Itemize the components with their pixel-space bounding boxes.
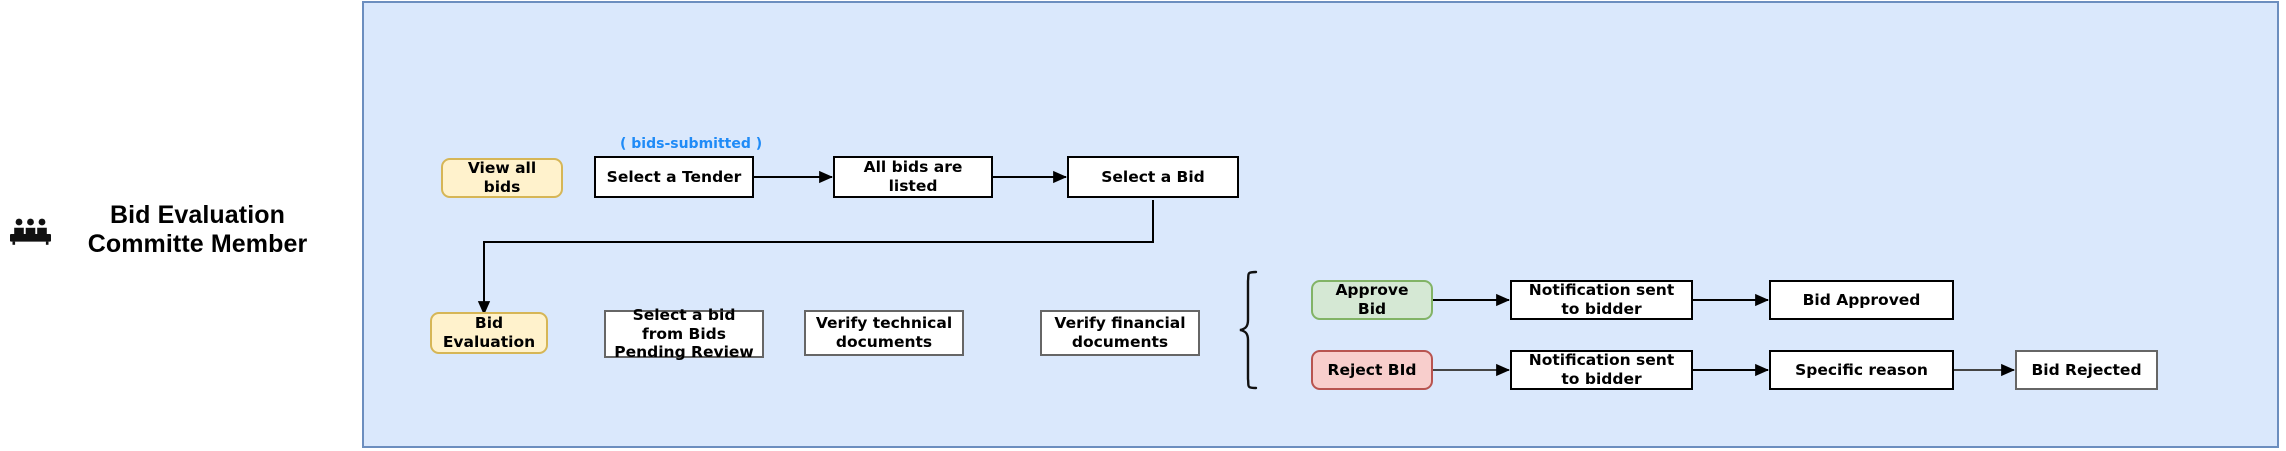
node-view-all-bids[interactable]: View all bids [441, 158, 563, 198]
edge-label-bids-submitted: ( bids-submitted ) [620, 136, 763, 152]
node-bid-evaluation[interactable]: Bid Evaluation [430, 312, 548, 354]
swimlane-header: Bid Evaluation Committe Member [0, 195, 355, 265]
committee-people-icon [4, 203, 58, 257]
node-bid-rejected[interactable]: Bid Rejected [2015, 350, 2158, 390]
node-all-bids-are-listed[interactable]: All bids are listed [833, 156, 993, 198]
node-reject-bid[interactable]: Reject BId [1311, 350, 1433, 390]
swimlane-title: Bid Evaluation Committe Member [87, 200, 308, 259]
node-approve-bid[interactable]: Approve Bid [1311, 280, 1433, 320]
node-specific-reason[interactable]: Specific reason [1769, 350, 1954, 390]
node-select-a-tender[interactable]: Select a Tender [594, 156, 754, 198]
node-notification-sent-reject[interactable]: Notification sent to bidder [1510, 350, 1693, 390]
node-verify-technical-documents[interactable]: Verify technical documents [804, 310, 964, 356]
node-bid-approved[interactable]: Bid Approved [1769, 280, 1954, 320]
node-select-a-bid[interactable]: Select a Bid [1067, 156, 1239, 198]
node-verify-financial-documents[interactable]: Verify financial documents [1040, 310, 1200, 356]
node-select-bid-pending-review[interactable]: Select a bid from Bids Pending Review [604, 306, 764, 361]
node-notification-sent-approve[interactable]: Notification sent to bidder [1510, 280, 1693, 320]
